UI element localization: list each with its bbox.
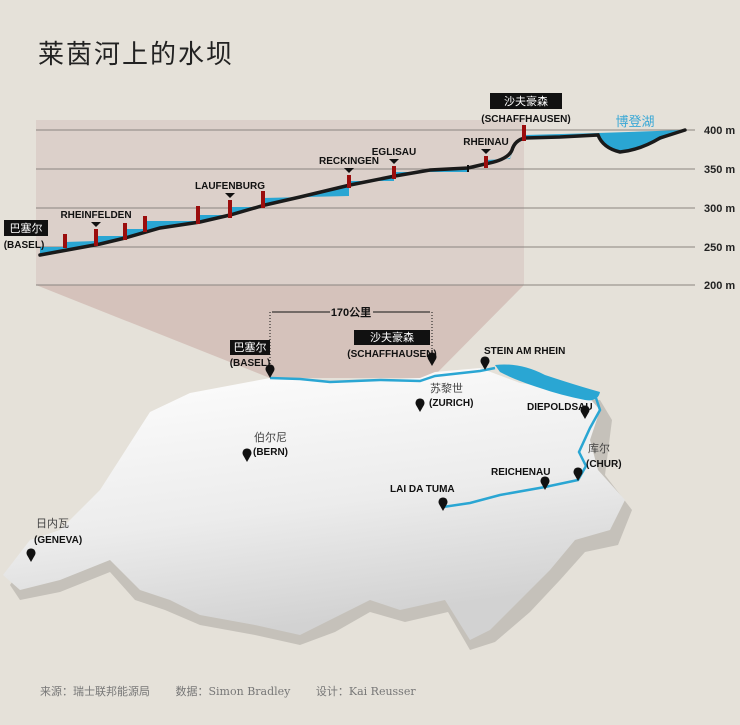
map-basel-box [230, 340, 270, 355]
map-chur-en: (CHUR) [586, 459, 622, 470]
map-basel-cn: 巴塞尔 [234, 340, 267, 354]
map-geneva-en: (GENEVA) [34, 535, 82, 546]
map-basel-en: (BASEL) [230, 358, 271, 369]
pointer-icon [389, 159, 399, 164]
profile-end-en: (SCHAFFHAUSEN) [481, 114, 570, 125]
basel-label-box [4, 220, 48, 236]
dam [261, 191, 265, 208]
axis-label-300: 300 m [704, 203, 735, 215]
dam [123, 223, 127, 240]
pin-icon [438, 497, 448, 511]
profile-start-cn: 巴塞尔 [10, 221, 43, 235]
pin-icon [427, 352, 437, 366]
footer-data: 数据：Simon Bradley [175, 685, 291, 698]
map-laidatuma-label: LAI DA TUMA [390, 484, 455, 495]
map-geneva-cn: 日内瓦 [36, 516, 69, 530]
page-title: 莱茵河上的水坝 [38, 40, 235, 70]
map-zurich-cn: 苏黎世 [430, 381, 463, 395]
dam-label: RHEINAU [463, 137, 509, 148]
dam [196, 206, 200, 224]
lake-constance-label: 博登湖 [615, 115, 654, 130]
dam-eglisau [392, 166, 396, 179]
dam-laufenburg [228, 200, 232, 218]
map-schaffhausen-box [354, 330, 430, 345]
pin-icon [415, 398, 425, 412]
axis-label-200: 200 m [704, 280, 735, 292]
dam-label: EGLISAU [372, 147, 416, 158]
pointer-icon [91, 222, 101, 227]
pointer-icon [225, 193, 235, 198]
projection-shade [36, 285, 524, 378]
pin-icon [480, 356, 490, 370]
profile-end-cn: 沙夫豪森 [504, 94, 548, 108]
pin-icon [265, 364, 275, 378]
pin-icon [540, 476, 550, 490]
dam-schaffhausen [522, 125, 526, 141]
footer-credits: 来源：瑞士联邦能源局 数据：Simon Bradley 设计：Kai Reuss… [40, 683, 438, 699]
pin-icon [242, 448, 252, 462]
lake-constance [495, 364, 600, 401]
switzerland-map [3, 368, 625, 640]
axis-label-250: 250 m [704, 242, 735, 254]
map-zurich-en: (ZURICH) [429, 398, 473, 409]
map-schaffhausen-en: (SCHAFFHAUSEN) [347, 349, 436, 360]
pointer-icon [481, 149, 491, 154]
pin-icon [573, 467, 583, 481]
map-stein-label: STEIN AM RHEIN [484, 346, 565, 357]
pointer-icon [344, 168, 354, 173]
map-reichenau-label: REICHENAU [491, 467, 550, 478]
distance-label: 170公里 [331, 306, 371, 319]
dam-label: RHEINFELDEN [60, 210, 131, 221]
dam-pointers [91, 149, 491, 227]
map-pins [26, 352, 590, 562]
dam-rheinau [484, 156, 488, 168]
dam-rheinfelden [94, 229, 98, 246]
map-bern-en: (BERN) [253, 447, 288, 458]
dam [143, 216, 147, 232]
footer-design: 设计：Kai Reusser [315, 685, 416, 698]
axis-label-400: 400 m [704, 125, 735, 137]
dams [63, 125, 526, 248]
pin-icon [26, 548, 36, 562]
map-bern-cn: 伯尔尼 [254, 430, 287, 444]
grid [36, 129, 695, 286]
riverbed-profile [38, 128, 687, 257]
map-schaffhausen-cn: 沙夫豪森 [370, 330, 414, 344]
pin-icon [580, 405, 590, 419]
profile-start-en: (BASEL) [4, 240, 45, 251]
map-chur-cn: 库尔 [588, 442, 610, 455]
footer-source: 来源：瑞士联邦能源局 [40, 685, 150, 698]
schaffhausen-label-box [490, 93, 562, 109]
axis-label-350: 350 m [704, 164, 735, 176]
dam [63, 234, 67, 248]
dam-label: RECKINGEN [319, 156, 379, 167]
dam-reckingen [347, 175, 351, 188]
dam-label: LAUFENBURG [195, 181, 265, 192]
map-diepoldsau-label: DIEPOLDSAU [527, 402, 593, 413]
distance-measure [269, 311, 433, 375]
